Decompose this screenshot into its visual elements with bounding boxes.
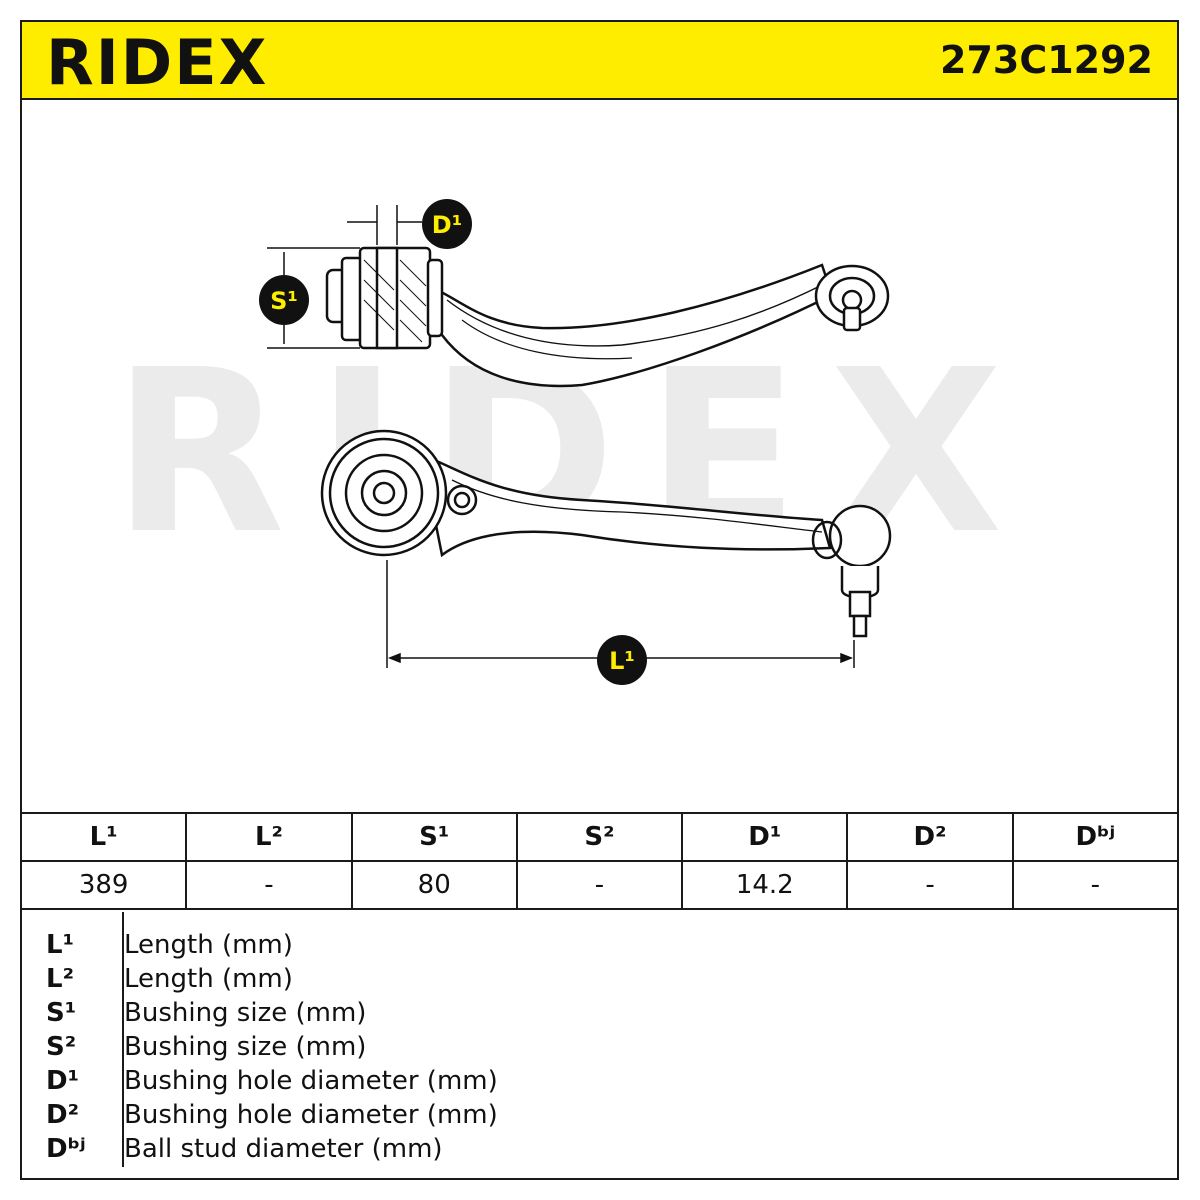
spec-table: L¹ L² S¹ S² D¹ D² Dᵇʲ 389 - 80 - 14.2 - … [19,812,1180,910]
legend-item: L² Length (mm) [20,964,1179,998]
legend-description: Bushing hole diameter (mm) [124,1100,498,1130]
legend: L¹ Length (mm) L² Length (mm) S¹ Bushing… [20,912,1179,1180]
technical-drawing: RIDEX D¹ [112,199,1003,685]
spec-value-cell: - [1011,860,1180,910]
legend-description: Ball stud diameter (mm) [124,1134,443,1164]
legend-symbol: S² [46,1032,77,1062]
legend-divider [122,912,124,1167]
badge-l1: L¹ [597,635,647,685]
spec-header-cell: S² [515,812,684,862]
logo-text: RIDEX [46,32,268,92]
spec-value-cell: - [515,860,684,910]
spec-header-cell: Dᵇʲ [1011,812,1180,862]
legend-symbol: Dᵇʲ [46,1134,86,1164]
badge-d1-label: D¹ [432,211,462,239]
legend-item: D¹ Bushing hole diameter (mm) [20,1066,1179,1100]
badge-d1: D¹ [422,199,472,249]
spec-header-cell: D² [846,812,1014,862]
spec-header-cell: D¹ [681,812,849,862]
legend-description: Bushing hole diameter (mm) [124,1066,498,1096]
arm-top-view [320,429,892,638]
badge-s1-label: S¹ [270,287,298,315]
spec-header-cell: L¹ [19,812,188,862]
spec-value-row: 389 - 80 - 14.2 - - [19,860,1180,910]
legend-item: L¹ Length (mm) [20,930,1179,964]
legend-description: Bushing size (mm) [124,998,367,1028]
ridex-logo: RIDEX [46,32,268,92]
legend-description: Length (mm) [124,964,293,994]
badge-s1: S¹ [259,275,309,325]
part-number: 273C1292 [940,38,1153,82]
header-bar: RIDEX 273C1292 [20,20,1179,100]
bushing-hatch [363,259,427,343]
spec-value-cell: - [185,860,353,910]
legend-symbol: D² [46,1100,79,1130]
legend-description: Bushing size (mm) [124,1032,367,1062]
legend-symbol: L² [46,964,74,994]
arm-side-view [325,246,890,388]
spec-value-cell: - [846,860,1014,910]
legend-item: Dᵇʲ Ball stud diameter (mm) [20,1134,1179,1168]
spec-header-cell: L² [185,812,353,862]
legend-symbol: L¹ [46,930,74,960]
legend-description: Length (mm) [124,930,293,960]
legend-symbol: S¹ [46,998,77,1028]
legend-item: D² Bushing hole diameter (mm) [20,1100,1179,1134]
badge-l1-label: L¹ [609,647,635,675]
spec-value-cell: 80 [350,860,518,910]
spec-value-cell: 389 [19,860,188,910]
legend-item: S² Bushing size (mm) [20,1032,1179,1066]
spec-header-cell: S¹ [350,812,518,862]
spec-header-row: L¹ L² S¹ S² D¹ D² Dᵇʲ [19,812,1180,862]
legend-item: S¹ Bushing size (mm) [20,998,1179,1032]
legend-symbol: D¹ [46,1066,79,1096]
spec-value-cell: 14.2 [681,860,849,910]
